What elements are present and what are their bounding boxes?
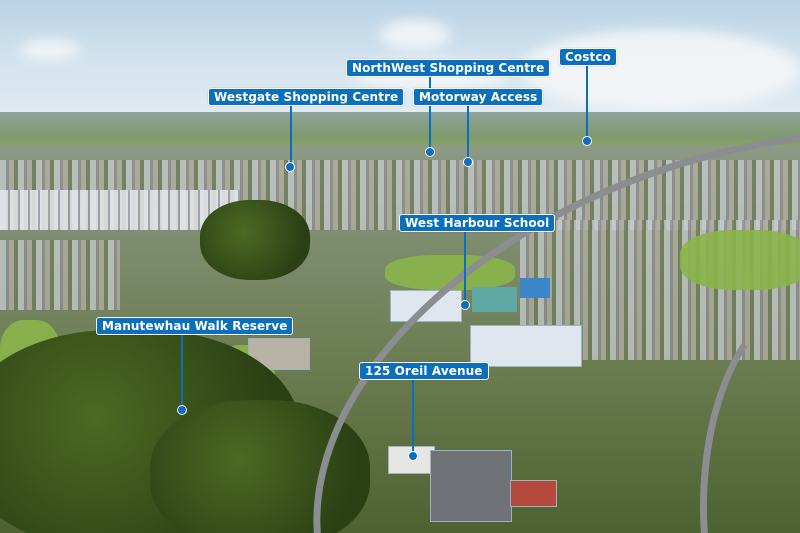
label-northwest-shopping-centre: NorthWest Shopping Centre	[346, 59, 551, 77]
property-leader-line	[412, 377, 414, 456]
costco-leader-line	[586, 63, 588, 141]
label-125-oreil-avenue: 125 Oreil Avenue	[359, 362, 489, 380]
cloud	[20, 40, 80, 60]
westgate-leader-line	[290, 103, 292, 167]
reserve-marker-dot	[177, 405, 187, 415]
costco-marker-dot	[582, 136, 592, 146]
motorway-marker-dot	[463, 157, 473, 167]
label-costco: Costco	[559, 48, 617, 66]
northwest-leader-line	[429, 74, 431, 152]
label-motorway-access: Motorway Access	[413, 88, 544, 106]
school-leader-line	[464, 229, 466, 305]
subject-property	[388, 446, 435, 474]
red-roof-house	[510, 480, 557, 507]
trees	[200, 200, 310, 280]
label-west-harbour-school: West Harbour School	[399, 214, 556, 232]
native-bush	[150, 400, 370, 533]
motorway-leader-line	[467, 103, 469, 162]
green-field	[680, 230, 800, 290]
sports-court	[472, 287, 517, 312]
school-building	[470, 325, 582, 367]
suburb	[0, 240, 120, 310]
school-roof	[520, 278, 550, 298]
sports-field	[385, 255, 515, 290]
property-marker-dot	[408, 451, 418, 461]
cloud	[520, 30, 800, 110]
reserve-leader-line	[181, 332, 183, 410]
suburb	[0, 190, 240, 230]
label-manutewhau-walk-reserve: Manutewhau Walk Reserve	[96, 317, 294, 335]
school-marker-dot	[460, 300, 470, 310]
westgate-marker-dot	[285, 162, 295, 172]
townhouses	[430, 450, 512, 522]
cloud	[380, 20, 450, 50]
northwest-marker-dot	[425, 147, 435, 157]
label-westgate-shopping-centre: Westgate Shopping Centre	[208, 88, 405, 106]
